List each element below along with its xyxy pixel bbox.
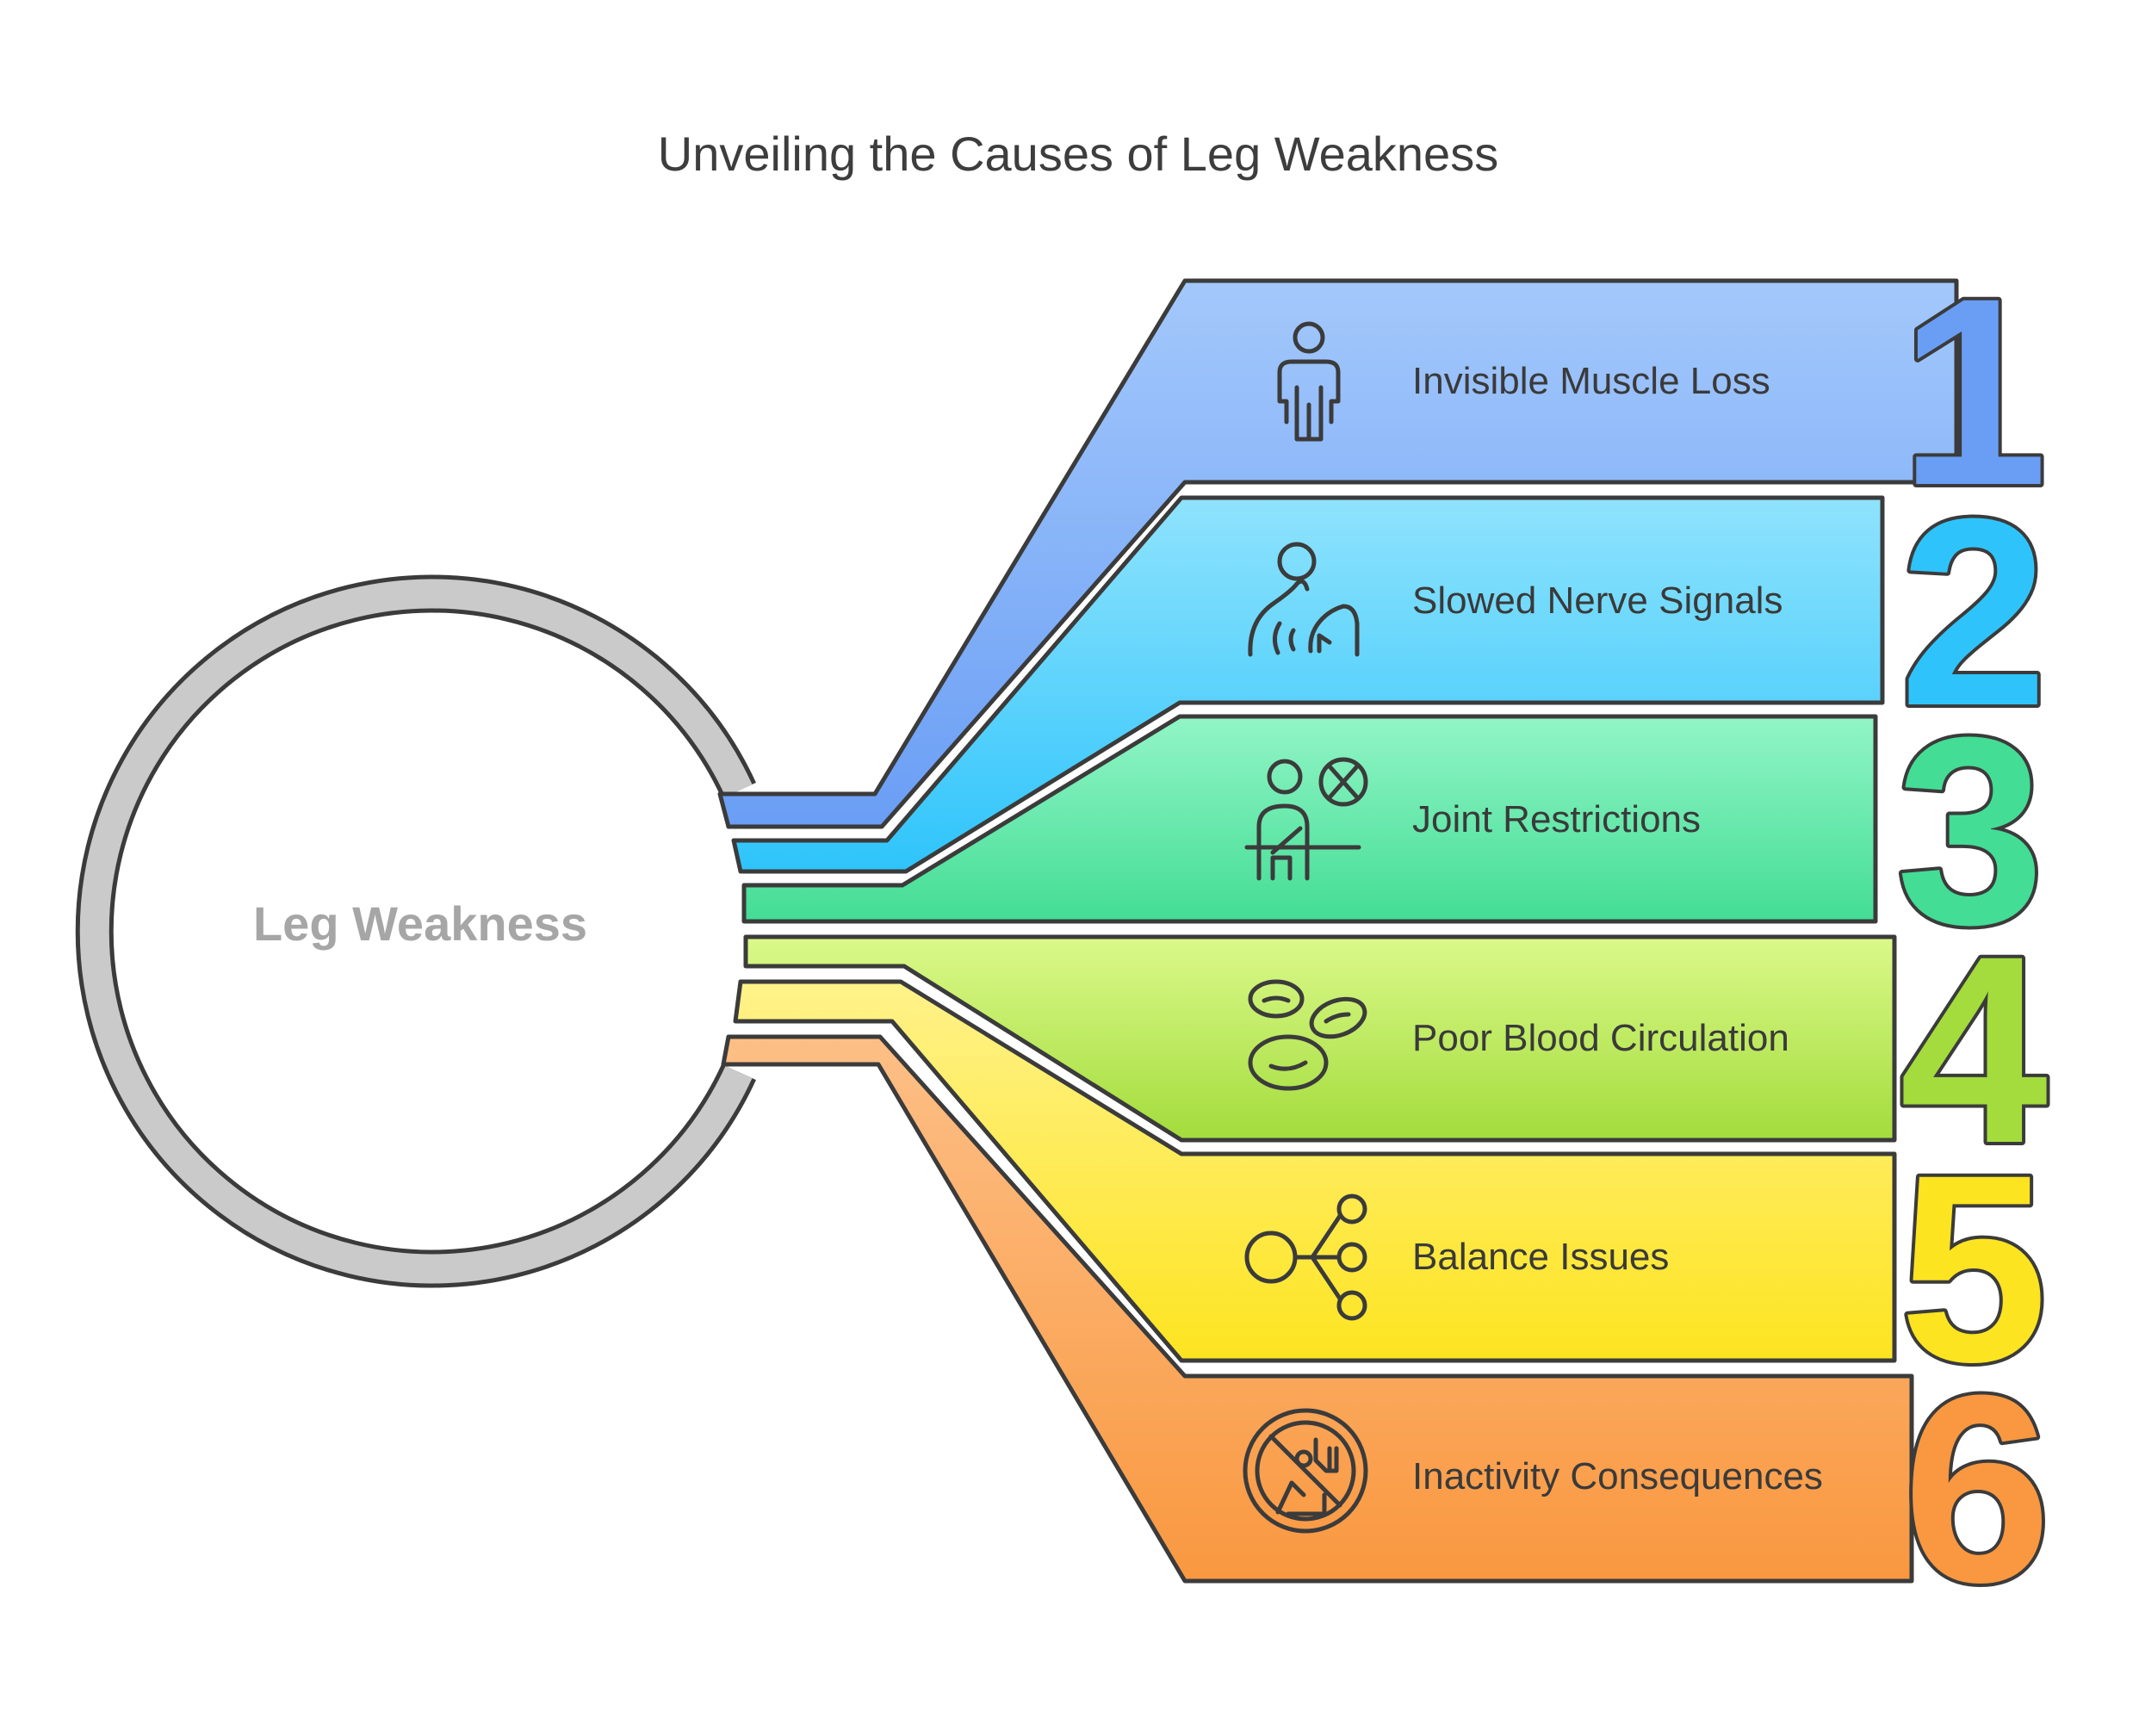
band-6 [721,1034,1914,1584]
joint-restriction-icon [1244,757,1368,881]
balance-nodes-icon [1244,1194,1367,1321]
step-number-1: 1 [1900,242,2048,541]
hub-ring [75,574,756,1288]
band-4 [743,934,1897,1143]
item-label-5: Balance Issues [1412,1236,1669,1278]
no-activity-icon [1243,1408,1368,1534]
band-1 [717,278,1959,829]
item-label-1: Invisible Muscle Loss [1412,360,1770,402]
hub-label: Leg Weakness [253,896,587,951]
band-2 [731,495,1885,874]
step-number-4: 4 [1900,900,2049,1199]
item-label-4: Poor Blood Circulation [1412,1017,1789,1059]
step-number-5: 5 [1900,1119,2048,1417]
band-5 [733,979,1897,1363]
step-number-3: 3 [1896,681,2044,980]
item-label-6: Inactivity Consequences [1412,1455,1823,1497]
item-label-3: Joint Restrictions [1412,798,1701,840]
item-label-2: Slowed Nerve Signals [1412,580,1782,622]
step-number-6: 6 [1903,1339,2051,1638]
person-muscle-icon [1277,321,1341,442]
band-3 [741,714,1878,924]
step-number-2: 2 [1900,462,2048,761]
diagram-title: Unveiling the Causes of Leg Weakness [658,127,1498,181]
nerve-signal-icon [1248,542,1360,657]
blood-cells-icon [1248,979,1367,1091]
